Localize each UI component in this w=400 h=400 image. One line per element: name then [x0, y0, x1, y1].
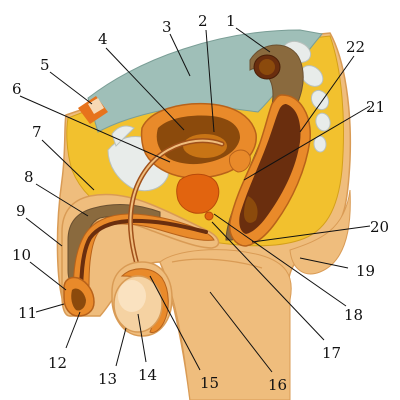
bulbourethral-gland [204, 211, 214, 221]
buttock-region [289, 189, 351, 275]
number-labels: 1 2 3 4 5 6 7 8 9 10 11 12 13 14 15 16 1… [12, 12, 389, 394]
rectum-lumen [239, 104, 301, 234]
label-7: 7 [32, 123, 42, 141]
label-4: 4 [98, 30, 108, 48]
label-13: 13 [98, 370, 117, 388]
label-18: 18 [344, 306, 363, 324]
urethra [79, 218, 208, 310]
label-20: 20 [370, 218, 389, 236]
testis-shine [118, 280, 146, 312]
label-11: 11 [18, 304, 37, 322]
label-22: 22 [346, 38, 365, 56]
label-2: 2 [198, 12, 208, 30]
label-15: 15 [200, 374, 219, 392]
glans-inner [71, 288, 86, 311]
leader-lines [19, 27, 371, 373]
label-19: 19 [356, 262, 375, 280]
pubic-bone-upper [111, 125, 135, 147]
label-10: 10 [12, 246, 31, 264]
prostate [176, 173, 220, 214]
label-5: 5 [40, 56, 50, 74]
label-1: 1 [226, 12, 236, 30]
label-3: 3 [162, 18, 172, 36]
label-21: 21 [366, 98, 385, 116]
pubic-stripe-highlight [88, 98, 104, 114]
label-6: 6 [12, 80, 22, 98]
thigh-region [159, 249, 292, 400]
seminal-vesicle [229, 149, 251, 173]
sigmoid-lumen-inner [259, 59, 275, 75]
label-14: 14 [138, 366, 157, 384]
label-17: 17 [322, 344, 341, 362]
label-12: 12 [48, 354, 67, 372]
vas-deferens-core [129, 139, 223, 275]
label-9: 9 [16, 202, 26, 220]
rectum-fold [244, 196, 258, 223]
label-8: 8 [24, 168, 34, 186]
label-16: 16 [268, 376, 287, 394]
